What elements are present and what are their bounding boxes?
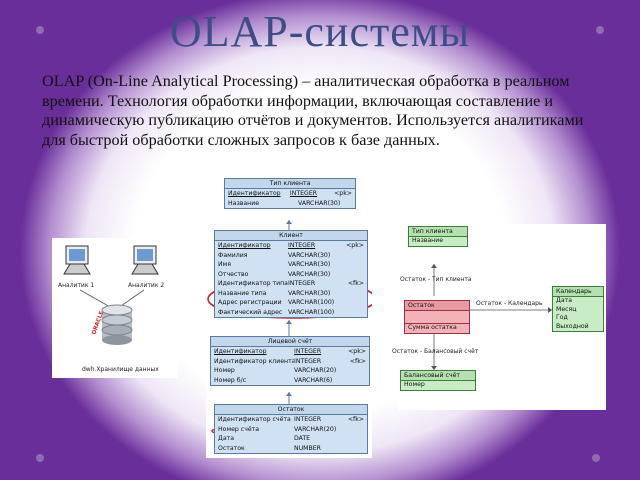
- computer-icon: [131, 245, 159, 275]
- star-ostatok: Остаток Сумма остатка: [404, 300, 470, 334]
- field-key: <pk>: [348, 348, 366, 355]
- database-icon: [101, 304, 133, 345]
- field-key: [344, 425, 364, 435]
- field-name: Номер: [404, 381, 425, 388]
- field-name: Дата: [556, 297, 573, 304]
- field-name: Идентификатор счёта: [218, 416, 291, 423]
- field-name: Сумма остатка: [405, 323, 469, 333]
- field-name: Идентификатор: [214, 348, 267, 355]
- analytics-diagram: Аналитик 1 Аналитик 2 ORACLE dwh.Хранили…: [52, 238, 178, 378]
- field-name: Номер: [214, 367, 235, 374]
- field-name: Номер б/с: [214, 376, 247, 384]
- field-name: Идентификатор клиента: [214, 357, 294, 365]
- field-name: Дата: [218, 435, 235, 442]
- field-type: VARCHAR(30): [298, 199, 341, 207]
- field-key: [344, 444, 364, 454]
- field-name: Название: [412, 237, 444, 244]
- field-key: <pk>: [334, 190, 352, 197]
- storage-label: dwh.Хранилище данных: [82, 366, 159, 373]
- field-name: Имя: [218, 261, 232, 268]
- analyst2-label: Аналитик 2: [128, 282, 165, 289]
- field-key: <fk>: [347, 416, 364, 423]
- decor-dot-top-right: [596, 26, 604, 34]
- field-type: INTEGER: [294, 416, 322, 423]
- field-key: <pk>: [346, 242, 364, 249]
- field-type: VARCHAR(20): [294, 425, 337, 433]
- entity-title: Балансовый счёт: [401, 371, 475, 381]
- slide-paragraph: OLAP (On-Line Analytical Processing) – а…: [42, 72, 584, 149]
- field-key: [344, 434, 364, 444]
- field-type: DATE: [294, 435, 311, 442]
- field-type: VARCHAR(30): [288, 261, 331, 268]
- field-type: VARCHAR(100): [288, 299, 335, 306]
- analyst1-label: Аналитик 1: [58, 282, 95, 289]
- link-label: Остаток - Балансовый счёт: [392, 348, 479, 355]
- field-key: [348, 199, 352, 209]
- entity-title: Тип клиента: [225, 179, 355, 189]
- star-tip-klienta: Тип клиента Название: [408, 226, 468, 247]
- analytics-diagram-svg: [63, 245, 159, 345]
- entity-title: Клиент: [215, 231, 367, 241]
- field-key: [338, 289, 364, 299]
- entity-tip-klienta: Тип клиента Идентификатор INTEGER <pk> Наз…: [224, 178, 356, 209]
- star-balansovy-schet: Балансовый счёт Номер: [400, 370, 476, 391]
- field-type: INTEGER: [288, 280, 316, 287]
- field-type: NUMBER: [294, 444, 321, 452]
- field-key: [338, 270, 364, 280]
- field-key: [338, 251, 364, 261]
- field-type: INTEGER: [294, 357, 322, 365]
- field-key: [344, 366, 366, 376]
- field-name: Адрес регистрации: [218, 299, 282, 306]
- field-type: VARCHAR(30): [288, 251, 331, 259]
- entity-title: Календарь: [553, 287, 603, 297]
- field-type: VARCHAR(100): [288, 308, 335, 316]
- link-label: Остаток - Календарь: [476, 300, 543, 307]
- entity-title: Остаток: [215, 405, 367, 415]
- slide-title: OLAP-системы: [169, 7, 471, 56]
- field-key: <fk>: [349, 357, 366, 365]
- decor-dot-bottom-left: [36, 454, 44, 462]
- field-type: INTEGER: [289, 190, 318, 197]
- field-name: Название типа: [218, 289, 267, 297]
- decor-dot-top-left: [36, 26, 44, 34]
- link-label: Остаток - Тип клиента: [400, 276, 472, 283]
- field-name: Номер счёта: [218, 425, 260, 433]
- field-type: VARCHAR(30): [288, 270, 331, 278]
- star-schema-diagram: Тип клиента Название Остаток Сумма остат…: [392, 224, 606, 410]
- field-name: Остаток: [218, 444, 245, 452]
- field-name: Идентификатор: [228, 190, 281, 197]
- field-key: <fk>: [347, 280, 364, 287]
- field-key: [338, 308, 364, 318]
- field-type: VARCHAR(30): [288, 289, 331, 297]
- entity-title: Лицевой счёт: [211, 337, 369, 347]
- field-name: Выходной: [556, 322, 589, 330]
- star-connectors: [431, 264, 552, 370]
- field-name: Идентификатор типа: [218, 280, 288, 287]
- entity-title: Остаток: [405, 301, 469, 311]
- field-name: Отчество: [218, 270, 249, 278]
- field-type: INTEGER: [294, 348, 322, 355]
- field-type: VARCHAR(6): [294, 376, 333, 384]
- field-name: Идентификатор: [218, 242, 271, 249]
- field-key: [338, 298, 364, 308]
- field-name: Месяц: [556, 305, 577, 313]
- field-type: INTEGER: [288, 242, 316, 249]
- field-type: VARCHAR(20): [294, 367, 337, 374]
- computer-icon: [63, 245, 91, 275]
- star-kalendar: Календарь Дата Месяц Год Выходной: [552, 286, 604, 332]
- field-key: [344, 376, 366, 386]
- entity-title: Тип клиента: [409, 227, 467, 237]
- field-name: Название: [228, 199, 260, 207]
- field-name: Фактический адрес: [218, 308, 283, 316]
- field-name: Фамилия: [218, 251, 248, 259]
- field-name: Год: [556, 314, 568, 321]
- decor-dot-bottom-right: [592, 454, 600, 462]
- field-key: [338, 260, 364, 270]
